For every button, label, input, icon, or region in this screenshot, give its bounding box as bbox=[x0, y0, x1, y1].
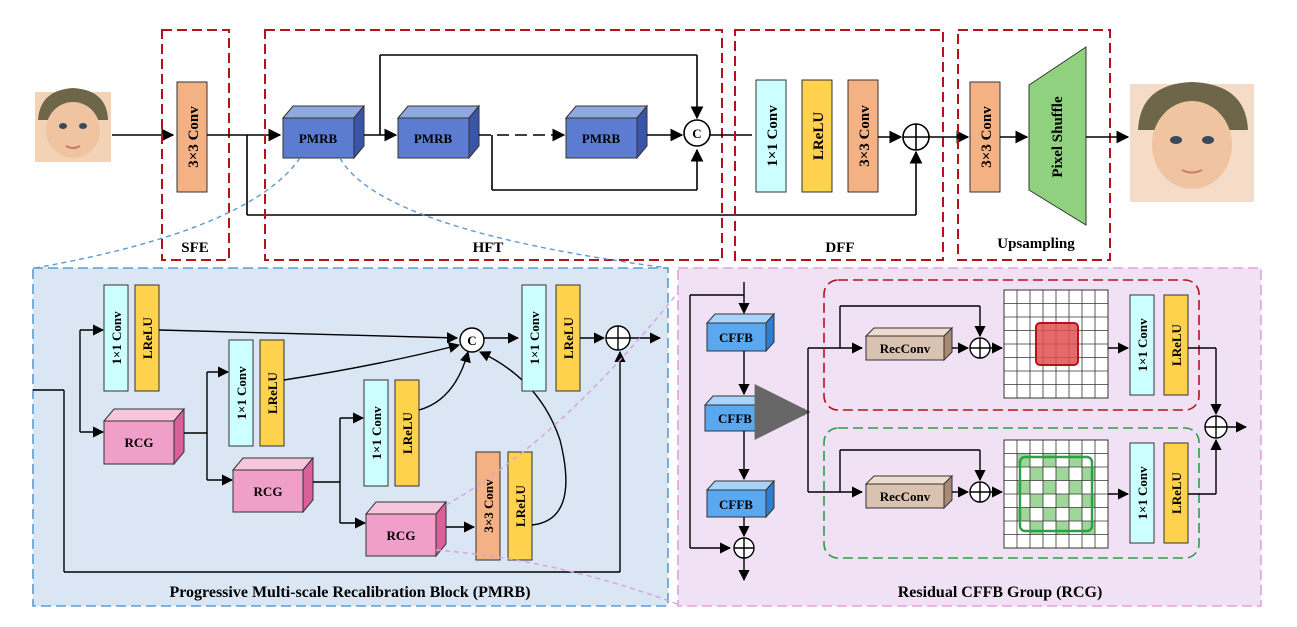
rcg-block-2: RCG bbox=[231, 456, 315, 514]
pmrb-lrelu-out-label: LReLU bbox=[561, 316, 576, 359]
output-face-image bbox=[1130, 82, 1254, 202]
pmrb-label-2: PMRB bbox=[414, 131, 453, 146]
recconv-label-bottom: RecConv bbox=[880, 489, 931, 504]
dff-conv3-label: 3×3 Conv bbox=[857, 105, 873, 167]
pmrb-conv1-out bbox=[521, 284, 547, 392]
sfe-conv3-block bbox=[176, 81, 208, 193]
pmrb-lrelu-1-label: LReLU bbox=[140, 316, 155, 359]
pmrb-block-2: PMRB bbox=[396, 104, 481, 160]
add-node-rcg-out bbox=[1204, 415, 1228, 439]
rcg-conv1-top bbox=[1129, 294, 1155, 396]
up-conv3-block bbox=[969, 81, 1001, 193]
dff-lrelu-label: LReLU bbox=[811, 112, 827, 161]
rcg-branch-top bbox=[823, 279, 1200, 411]
add-node-pmrb bbox=[605, 325, 631, 351]
recconv-label-top: RecConv bbox=[880, 341, 931, 356]
kernel-highlight-red bbox=[1035, 322, 1079, 366]
pmrb-conv1-2-label: 1×1 Conv bbox=[234, 366, 249, 420]
pixel-shuffle-label: Pixel Shuffle bbox=[1050, 96, 1066, 178]
dff-conv1-block bbox=[755, 79, 787, 193]
pmrb-lrelu-1 bbox=[134, 284, 160, 392]
rcg-block-1: RCG bbox=[102, 407, 186, 466]
cffb-block-2: CFFB bbox=[703, 394, 776, 433]
pmrb-conv1-1 bbox=[103, 284, 129, 392]
dff-label: DFF bbox=[825, 240, 854, 256]
pmrb-conv3-label: 3×3 Conv bbox=[481, 479, 496, 533]
sfe-label: SFE bbox=[181, 240, 209, 256]
dff-region bbox=[734, 29, 944, 261]
input-face-image bbox=[35, 88, 111, 162]
pmrb-label-1: PMRB bbox=[299, 131, 338, 146]
recconv-block-bottom: RecConv bbox=[864, 474, 954, 510]
pmrb-lrelu-out bbox=[555, 284, 581, 392]
rcg-lrelu-bottom-label: LReLU bbox=[1169, 471, 1184, 514]
up-conv3-label: 3×3 Conv bbox=[979, 106, 995, 168]
pmrb-label-3: PMRB bbox=[582, 131, 621, 146]
hft-label: HFT bbox=[473, 240, 504, 256]
rcg-label-1: RCG bbox=[125, 435, 154, 450]
recconv-block-top: RecConv bbox=[864, 326, 954, 362]
cffb-block-1: CFFB bbox=[705, 312, 776, 353]
pmrb-lrelu-2 bbox=[259, 339, 285, 447]
cffb-label-3: CFFB bbox=[719, 497, 753, 512]
upsampling-region bbox=[957, 29, 1111, 261]
concat-node-pmrb: C bbox=[459, 327, 485, 353]
rcg-caption: Residual CFFB Group (RCG) bbox=[898, 584, 1103, 601]
add-node-top-branch bbox=[969, 337, 991, 359]
hft-region bbox=[264, 29, 723, 261]
pmrb-lrelu-2-label: LReLU bbox=[265, 371, 280, 414]
dff-lrelu-block bbox=[801, 79, 833, 193]
cffb-label-1: CFFB bbox=[719, 330, 753, 345]
pmrb-lrelu-3 bbox=[394, 379, 420, 487]
rcg-label-3: RCG bbox=[387, 528, 416, 543]
pixel-shuffle-block bbox=[1028, 46, 1087, 226]
dff-conv1-label: 1×1 Conv bbox=[765, 105, 781, 167]
pmrb-lrelu-4-label: LReLU bbox=[513, 484, 528, 527]
sfe-region bbox=[161, 29, 230, 261]
pmrb-conv1-3-label: 1×1 Conv bbox=[369, 406, 384, 460]
rcg-lrelu-bottom bbox=[1163, 442, 1189, 544]
pmrb-lrelu-4 bbox=[507, 451, 533, 561]
rcg-branch-bottom bbox=[823, 427, 1200, 559]
pmrb-conv1-1-label: 1×1 Conv bbox=[109, 311, 124, 365]
kernel-highlight-green bbox=[1018, 455, 1094, 533]
rcg-lrelu-top-label: LReLU bbox=[1169, 323, 1184, 366]
pmrb-block-3: PMRB bbox=[564, 104, 649, 160]
sfe-conv3-label: 3×3 Conv bbox=[186, 106, 202, 168]
rcg-conv1-top-label: 1×1 Conv bbox=[1135, 318, 1150, 372]
upsampling-label: Upsampling bbox=[997, 236, 1075, 252]
pmrb-caption: Progressive Multi-scale Recalibration Bl… bbox=[169, 584, 530, 601]
rcg-lrelu-top bbox=[1163, 294, 1189, 396]
cffb-label-2: CFFB bbox=[718, 411, 752, 426]
pmrb-block-1: PMRB bbox=[281, 104, 366, 160]
concat-label-pmrb: C bbox=[467, 333, 476, 348]
add-node-rcg-chain bbox=[733, 537, 755, 559]
kernel-grid-bottom bbox=[1003, 439, 1109, 549]
dff-conv3-block bbox=[847, 79, 879, 193]
rcg-block-3: RCG bbox=[364, 500, 448, 558]
add-node-bottom-branch bbox=[969, 481, 991, 503]
pmrb-conv3 bbox=[475, 451, 501, 561]
pmrb-lrelu-3-label: LReLU bbox=[400, 411, 415, 454]
pmrb-conv1-out-label: 1×1 Conv bbox=[527, 311, 542, 365]
pmrb-conv1-2 bbox=[228, 339, 254, 447]
kernel-grid-top bbox=[1003, 289, 1109, 399]
concat-label-top: C bbox=[692, 126, 701, 141]
rcg-conv1-bottom bbox=[1129, 442, 1155, 544]
cffb-block-3: CFFB bbox=[705, 479, 776, 519]
pmrb-conv1-3 bbox=[363, 379, 389, 487]
add-node-top bbox=[902, 123, 930, 151]
concat-node-top: C bbox=[683, 119, 711, 147]
rcg-conv1-bottom-label: 1×1 Conv bbox=[1135, 466, 1150, 520]
rcg-label-2: RCG bbox=[254, 484, 283, 499]
